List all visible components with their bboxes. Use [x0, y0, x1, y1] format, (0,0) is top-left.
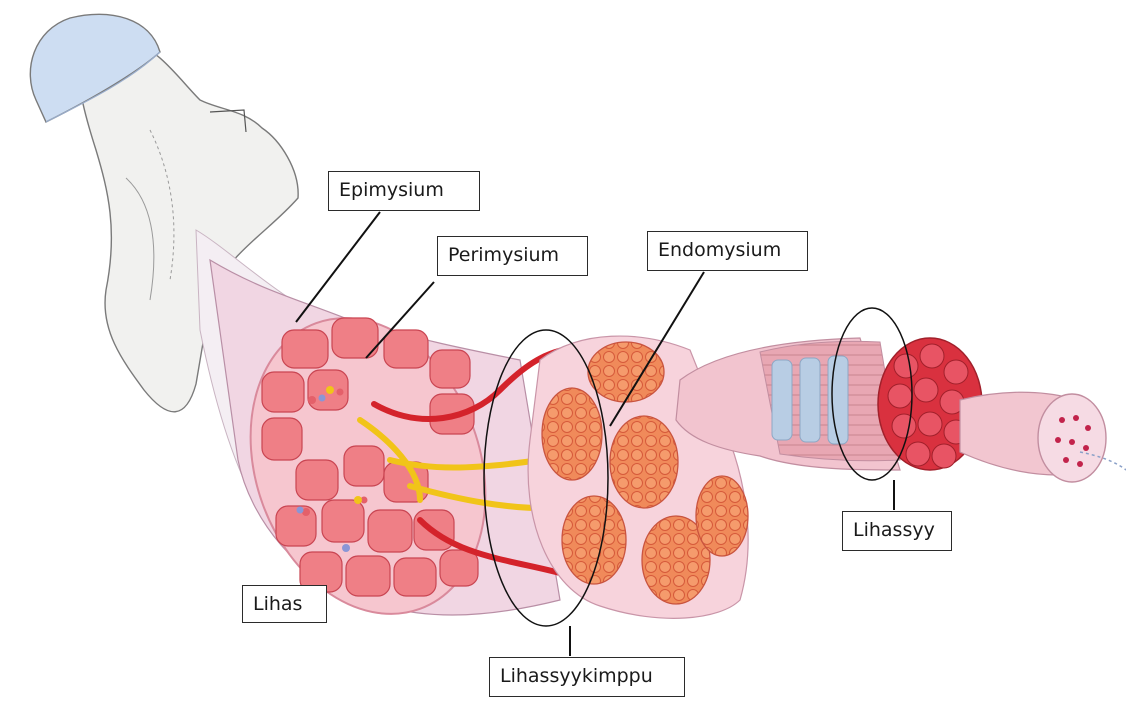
epimysium-leader	[296, 212, 380, 322]
t-tubules	[772, 356, 848, 444]
lihas-label: Lihas	[242, 585, 327, 623]
muscle-fiber	[676, 338, 1126, 482]
lihassyykimppu-label: Lihassyykimppu	[489, 657, 685, 697]
epimysium-label: Epimysium	[328, 171, 480, 211]
endomysium-label: Endomysium	[647, 231, 808, 271]
lihassyy-label: Lihassyy	[842, 511, 952, 551]
myofibril-end	[1038, 394, 1106, 482]
perimysium-label: Perimysium	[437, 236, 588, 276]
